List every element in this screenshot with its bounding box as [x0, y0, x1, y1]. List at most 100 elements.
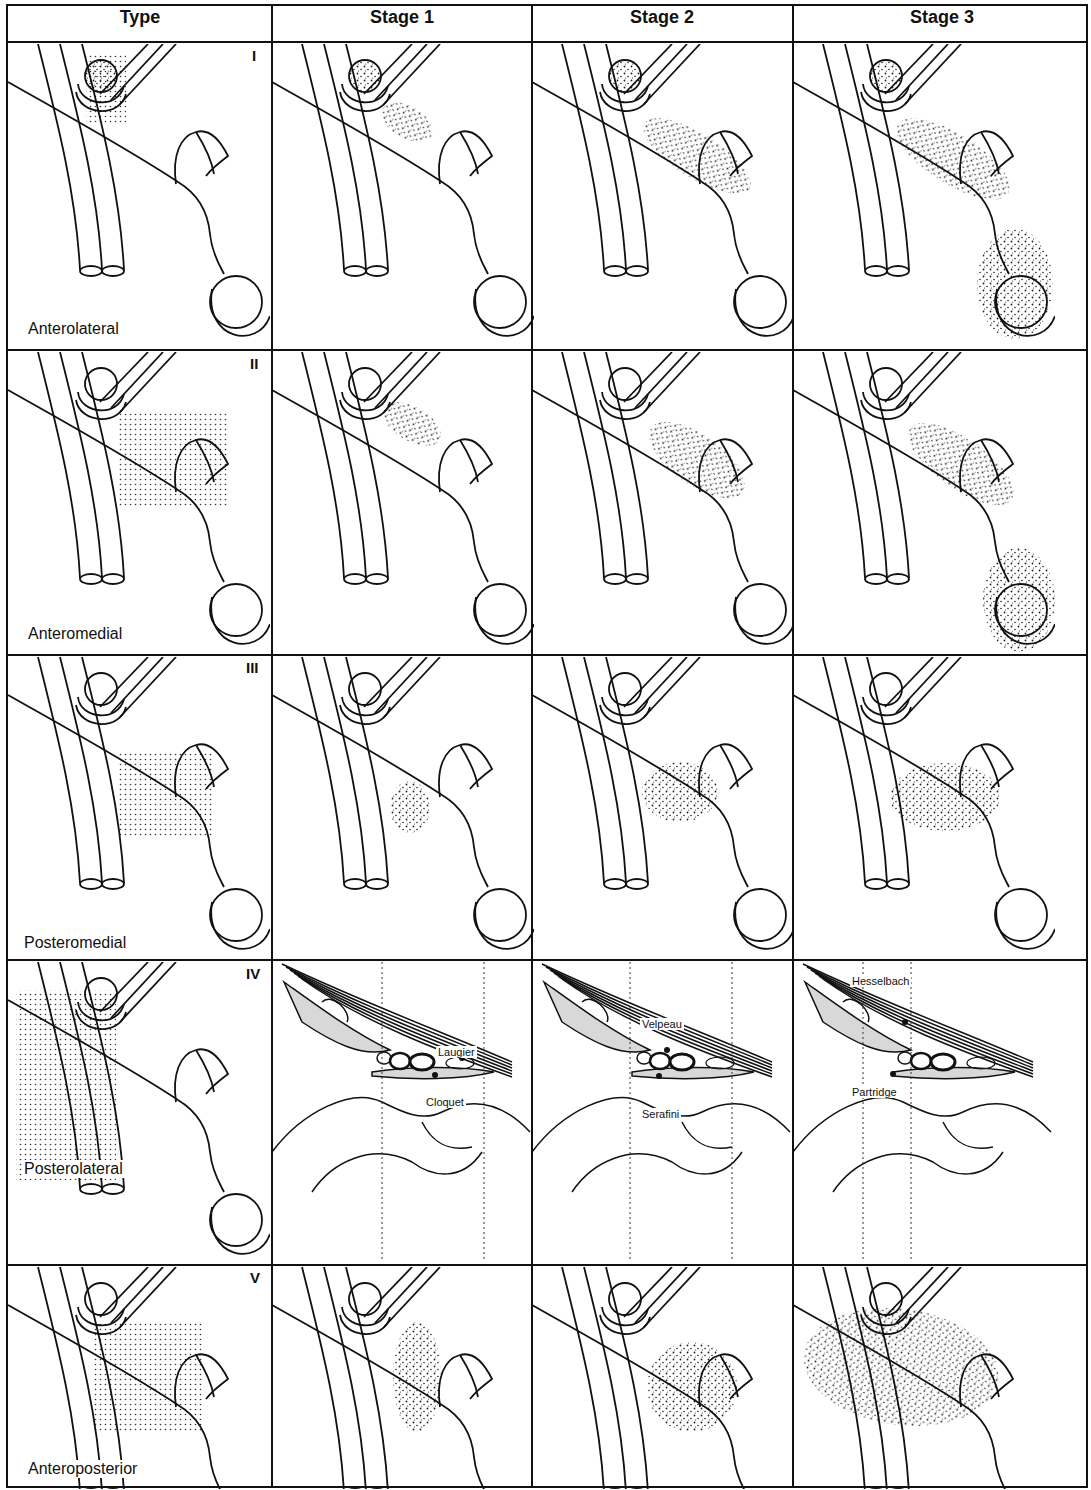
ring: [602, 84, 648, 102]
drawing-part: [272, 657, 534, 949]
testis: [474, 584, 526, 636]
penis: [439, 744, 492, 797]
groin-panel: [272, 44, 534, 336]
inguinal-ligament: [272, 390, 488, 582]
ring: [600, 705, 650, 724]
penis: [981, 132, 999, 174]
femoral-vessel: [82, 962, 124, 1188]
vein: [931, 1054, 955, 1070]
vessel-end: [102, 266, 124, 276]
femoral-vessel: [82, 44, 124, 270]
region-stipple: [118, 752, 213, 837]
spermatic-cord: [896, 1267, 948, 1323]
groin-panel: [793, 352, 1055, 652]
spermatic-cord: [111, 352, 163, 408]
femoral-vessel: [346, 657, 388, 883]
hernia-sac: [609, 60, 641, 92]
penis: [196, 132, 214, 174]
ring: [600, 400, 650, 419]
ring: [78, 1002, 124, 1020]
inguinal-ligament: [8, 82, 224, 274]
penis: [196, 1050, 214, 1092]
femoral-vessel: [606, 1267, 648, 1489]
femoral-vessel: [38, 44, 80, 270]
site-label: Laugier: [436, 1046, 477, 1058]
spermatic-cord: [111, 44, 163, 100]
spermatic-cord: [896, 44, 948, 100]
type-numeral: II: [248, 356, 260, 373]
femoral-vessel: [324, 657, 366, 883]
spermatic-cord: [905, 44, 961, 104]
spermatic-cord: [644, 657, 700, 717]
pelvic-bone: [943, 1122, 993, 1148]
penis: [175, 1354, 228, 1407]
vessel-end: [604, 266, 626, 276]
vessel-end: [604, 879, 626, 889]
femoral-vessel: [346, 1267, 388, 1489]
pelvic-bone: [793, 1098, 1051, 1152]
testis: [995, 276, 1047, 328]
groin-panel: [272, 352, 534, 644]
muscle: [284, 982, 390, 1052]
ring: [76, 705, 126, 724]
femoral-vessel: [60, 352, 102, 578]
vessel-end: [344, 266, 366, 276]
femoral-vessel: [302, 1267, 344, 1489]
femoral-vessel: [845, 44, 887, 270]
femoral-vessel: [82, 352, 124, 578]
hernia-sac: [85, 673, 117, 705]
ring: [78, 84, 124, 102]
femoral-vessel: [867, 352, 909, 578]
spermatic-cord: [896, 352, 948, 408]
groin-panel: [532, 657, 794, 949]
site-dot: [664, 1047, 670, 1053]
vessel-end: [102, 879, 124, 889]
site-dot: [902, 1019, 908, 1025]
groin-panel: [532, 44, 794, 336]
site-dot: [432, 1072, 438, 1078]
ring: [342, 1307, 388, 1325]
drawing-part: [272, 352, 534, 644]
type-name: Posterolateral: [22, 1160, 125, 1178]
inguinal-ligament: [8, 1000, 224, 1192]
vessel-end: [887, 266, 909, 276]
ring: [340, 400, 390, 419]
column-header: Stage 1: [368, 8, 436, 28]
groin-panel: [8, 962, 270, 1254]
drawing-part: [532, 352, 794, 644]
femoral-vessel: [346, 44, 388, 270]
femoral-vessel: [823, 352, 865, 578]
spermatic-cord: [111, 1267, 163, 1323]
ligament-fibre: [542, 964, 772, 1062]
muscle: [805, 982, 911, 1052]
ring: [340, 92, 390, 111]
scrotum: [735, 902, 794, 949]
vessel-end: [366, 574, 388, 584]
ligament-fibre: [282, 964, 512, 1062]
ring: [76, 92, 126, 111]
femoral-vessel: [302, 657, 344, 883]
penis: [196, 440, 214, 482]
ring: [76, 1315, 126, 1334]
spermatic-cord: [120, 44, 176, 104]
type-numeral: V: [248, 1270, 262, 1287]
site-dot: [890, 1071, 896, 1077]
penis: [699, 131, 752, 184]
vessel-end: [865, 266, 887, 276]
testis: [734, 276, 786, 328]
spermatic-cord: [375, 657, 427, 713]
lacunar-space: [706, 1057, 734, 1069]
spermatic-cord: [111, 657, 163, 713]
vessel-end: [366, 266, 388, 276]
spermatic-cord: [375, 352, 427, 408]
hernia-stipple: [896, 408, 1026, 520]
scrotum: [996, 597, 1055, 644]
spermatic-cord: [635, 352, 687, 408]
spermatic-cord: [384, 352, 440, 412]
penis: [960, 1354, 1013, 1407]
femoral-vessel: [845, 352, 887, 578]
penis: [460, 1355, 478, 1397]
femoral-vessel: [38, 962, 80, 1188]
hernia-stipple: [890, 763, 1000, 831]
groin-panel: [532, 1267, 794, 1490]
